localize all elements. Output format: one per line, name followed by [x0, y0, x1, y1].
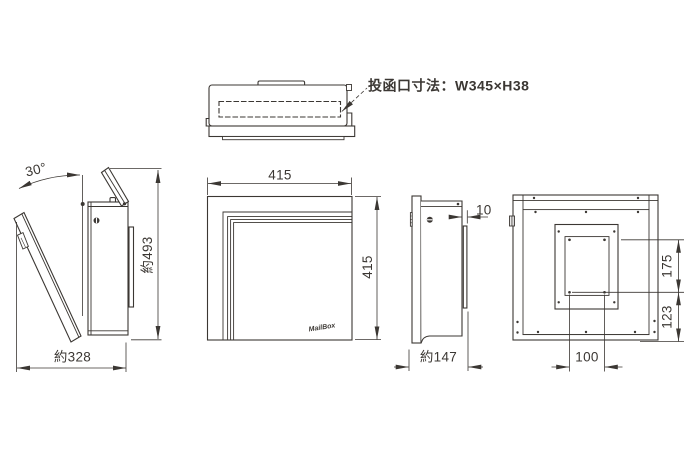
side-open-body: [87, 201, 129, 336]
top-view-corner-tab: [346, 84, 352, 91]
rear-latch-tab: [509, 215, 515, 227]
gap-ext-lines: [461, 210, 468, 224]
side-closed-front-plate: [411, 195, 422, 344]
vertical-pitch-dim-label: 175: [660, 254, 675, 277]
top-view-handle: [257, 80, 306, 86]
top-view-base-step: [222, 136, 345, 141]
horizontal-pitch-ext-lines: [569, 294, 605, 372]
mount-bracket-plate: [554, 223, 619, 310]
open-angle-arc: [18, 172, 81, 189]
side-open-view: 30° 約493 約328: [13, 160, 162, 372]
door-frame-line-4: [233, 222, 353, 341]
side-closed-body: [420, 200, 463, 344]
wall-mount-plate: [462, 225, 468, 309]
open-depth-dim-label: 約328: [54, 350, 91, 365]
slot-leader-line: [341, 87, 368, 112]
mount-bracket-inner: [564, 236, 610, 296]
open-angle-label: 30°: [24, 160, 48, 180]
side-open-top-tab: [109, 197, 117, 203]
top-view-base-plate: [208, 125, 356, 138]
height-dim-label: 約493: [140, 236, 155, 273]
front-height-dim-label: 415: [360, 255, 375, 278]
nameplate-text-mark: [20, 237, 26, 248]
door-frame-line-3: [230, 219, 353, 341]
door-frame-line-2: [227, 216, 353, 341]
front-height-ext-lines: [355, 196, 381, 340]
top-view-body: [208, 84, 348, 127]
side-closed-view: 10 約147: [394, 195, 492, 371]
horizontal-pitch-dim-label: 100: [575, 350, 598, 365]
top-view-left-tab: [205, 117, 210, 127]
top-view: 投函口寸法：W345×H38: [205, 78, 529, 141]
lid-hinge-dot: [122, 202, 127, 206]
front-view-body: [206, 195, 353, 341]
front-width-ext-lines: [207, 177, 352, 195]
bracket-gap-dim-label: 10: [476, 203, 492, 218]
bottom-offset-dim-label: 123: [660, 305, 675, 328]
open-top-lid-inner-edge: [104, 170, 126, 205]
door-hinge-dot: [80, 202, 85, 206]
brand-logo: MailBox: [308, 322, 337, 333]
slot-size-annotation: 投函口寸法：W345×H38: [368, 78, 529, 94]
keyhole-icon: [93, 217, 100, 224]
keyhole-closed-icon: [426, 216, 433, 223]
hinge-knuckle-lines: [410, 215, 413, 224]
top-view-right-tab: [346, 112, 353, 127]
lid-pivot-dot: [456, 202, 460, 206]
front-width-dim-label: 415: [268, 168, 291, 183]
open-door-panel: [13, 211, 82, 343]
door-nameplate: [16, 231, 29, 250]
mail-slot-dashed-outline: [218, 100, 342, 118]
rear-top-corner-lines: [522, 194, 650, 211]
rear-screw-dots: [516, 196, 656, 334]
door-frame-line-1: [222, 211, 353, 341]
rear-latch-tab-lines: [510, 216, 514, 226]
open-door-inner-edge: [21, 213, 80, 338]
depth-ext-lines-closed: [408, 311, 469, 371]
mount-screw-dots: [557, 230, 616, 304]
side-open-mount-plate: [128, 226, 135, 308]
front-view: MailBox 415 415: [206, 168, 381, 341]
closed-depth-dim-label: 約147: [420, 350, 457, 365]
rear-view: 175 123 100: [509, 194, 684, 372]
